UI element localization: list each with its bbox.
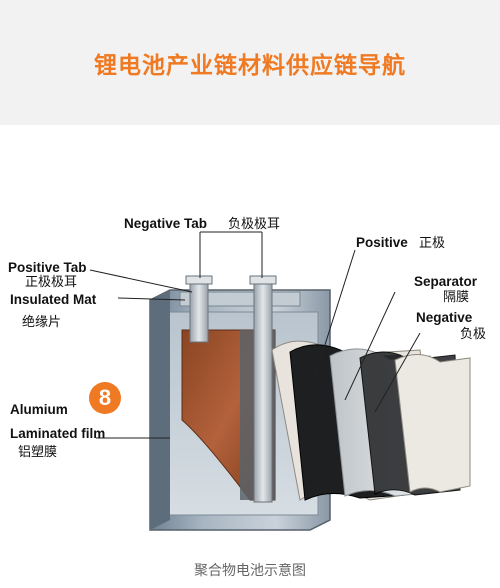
label-laminated-film: Laminated film — [10, 426, 106, 441]
label-negative-tab: Negative Tab — [124, 216, 208, 231]
label-separator-cn: 隔膜 — [443, 290, 470, 305]
label-positive-tab-cn: 正极极耳 — [25, 275, 78, 290]
negative-tab — [249, 275, 277, 503]
label-insulated-mat-cn: 绝缘片 — [22, 315, 62, 330]
leader-lines — [89, 231, 421, 439]
label-alumium: Alumium — [10, 402, 68, 417]
diagram-caption: 聚合物电池示意图 — [194, 563, 306, 579]
label-laminated-film-cn: 铝塑膜 — [18, 445, 58, 460]
label-negative-tab-cn: 负极极耳 — [228, 217, 281, 232]
page-title: 锂电池产业链材料供应链导航 — [94, 52, 406, 79]
label-positive-tab: Positive Tab — [8, 260, 87, 275]
unrolled-layers — [271, 340, 471, 501]
positive-tab — [185, 275, 213, 343]
label-insulated-mat: Insulated Mat — [10, 292, 97, 307]
label-negative-cn: 负极 — [460, 327, 487, 342]
label-positive: Positive — [356, 235, 408, 250]
label-negative: Negative — [416, 310, 473, 325]
page-header: 锂电池产业链材料供应链导航 — [0, 0, 500, 125]
label-separator: Separator — [414, 274, 478, 289]
number-badge: 8 — [89, 382, 121, 414]
label-positive-cn: 正极 — [419, 236, 446, 251]
